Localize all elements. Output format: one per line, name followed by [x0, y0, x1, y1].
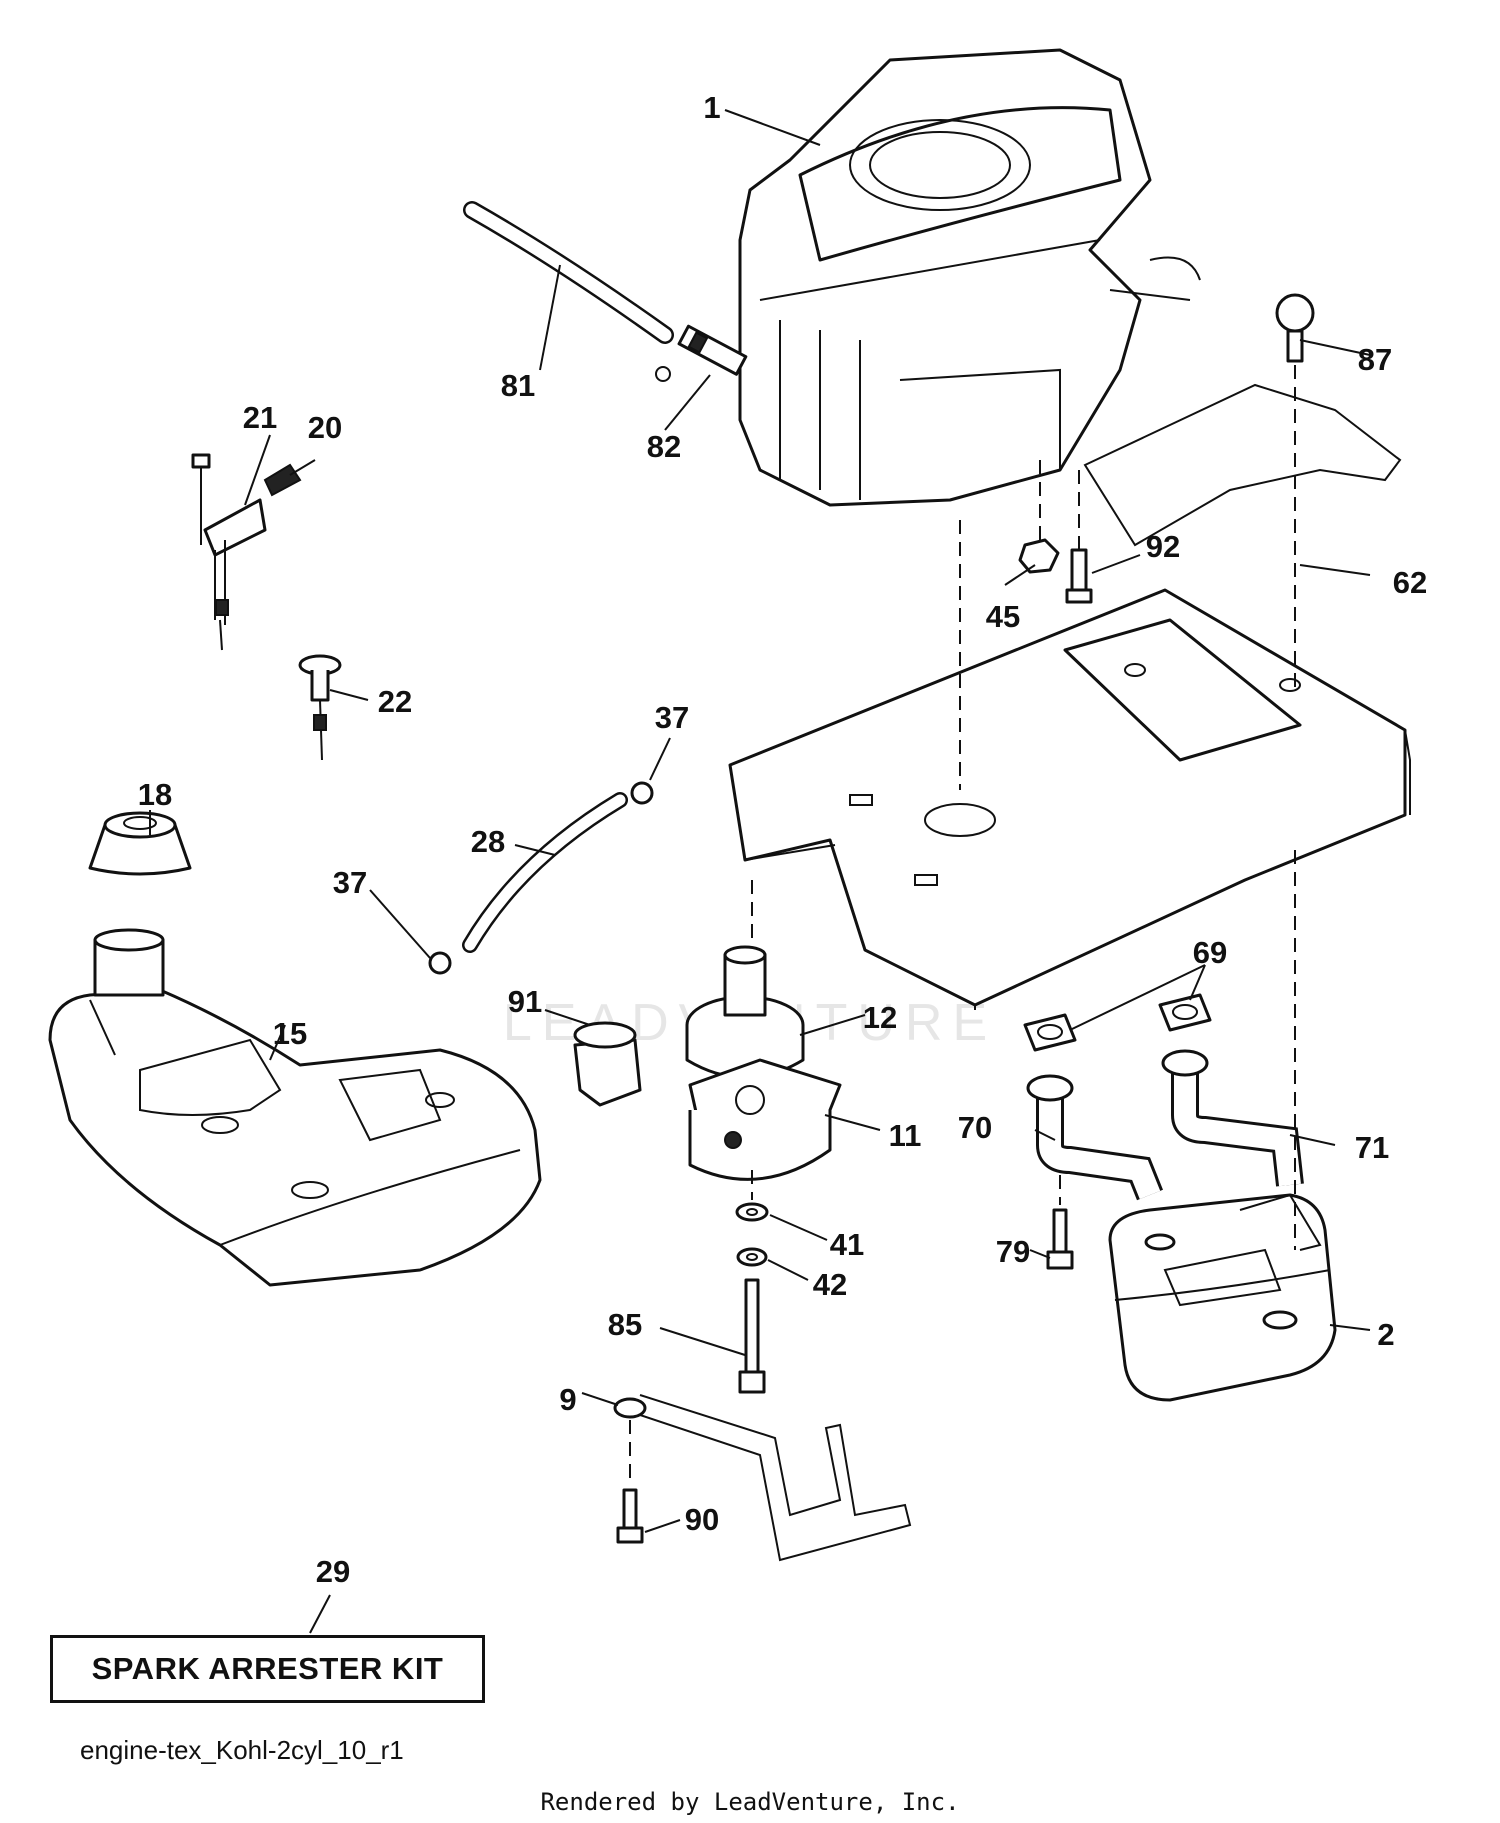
exhaust-pipe-71-part [1161, 1049, 1304, 1187]
label-62: 62 [1393, 565, 1427, 600]
label-1: 1 [703, 90, 720, 125]
label-29: 29 [316, 1554, 350, 1589]
bolt-79-part [1046, 1208, 1074, 1270]
label-21: 21 [243, 400, 277, 435]
label-79: 79 [996, 1234, 1030, 1269]
label-37-top: 37 [655, 700, 689, 735]
label-92: 92 [1146, 529, 1180, 564]
fuel-line-part [463, 201, 674, 344]
bracket-9-part [613, 1394, 912, 1562]
label-87: 87 [1358, 342, 1392, 377]
label-18: 18 [138, 777, 172, 812]
bolt-85-part [738, 1278, 766, 1394]
gasket-69-part [1023, 993, 1212, 1052]
render-credit: Rendered by LeadVenture, Inc. [540, 1788, 960, 1816]
washer-41-part [735, 1202, 769, 1222]
bolt-92-part [1065, 548, 1093, 604]
label-20: 20 [308, 410, 342, 445]
label-90: 90 [685, 1502, 719, 1537]
label-28: 28 [471, 824, 505, 859]
fuel-filter-part [655, 324, 748, 382]
spacer-part [573, 1021, 642, 1107]
label-70: 70 [958, 1110, 992, 1145]
label-12: 12 [863, 1000, 897, 1035]
vent-hose-part [462, 792, 628, 953]
screw-21-part [191, 453, 211, 545]
label-15: 15 [273, 1016, 307, 1051]
knob-87-part [1275, 293, 1315, 363]
engine-part [738, 48, 1201, 507]
muffler-shield-part [1083, 383, 1402, 547]
label-81: 81 [501, 368, 535, 403]
fuel-tank-part [48, 928, 542, 1287]
spark-arrester-kit-box: SPARK ARRESTER KIT [50, 1635, 485, 1703]
label-82: 82 [647, 429, 681, 464]
choke-knob-part [298, 654, 342, 761]
label-69: 69 [1193, 935, 1227, 970]
drawing-id: engine-tex_Kohl-2cyl_10_r1 [80, 1735, 404, 1765]
label-37-bottom: 37 [333, 865, 367, 900]
pto-clutch-part [688, 1058, 842, 1181]
alignment-lines [629, 365, 1296, 1485]
frame-part [728, 588, 1411, 1010]
throttle-control-part [203, 463, 302, 651]
label-22: 22 [378, 684, 412, 719]
pulley-part [685, 945, 805, 1079]
label-2: 2 [1377, 1317, 1394, 1352]
bolt-90-part [616, 1488, 644, 1544]
nut-45-part [1018, 538, 1060, 574]
label-42: 42 [813, 1267, 847, 1302]
leader-lines [149, 109, 1371, 1634]
label-45: 45 [986, 599, 1020, 634]
label-41: 41 [830, 1227, 864, 1262]
label-11: 11 [889, 1118, 922, 1153]
label-91: 91 [508, 984, 542, 1019]
exhaust-pipe-70-part [1026, 1074, 1163, 1201]
hose-clamp-top-part [630, 781, 654, 805]
label-85: 85 [608, 1307, 642, 1342]
hose-clamp-bottom-part [428, 951, 452, 975]
part-labels: 1 81 82 21 20 22 37 28 37 18 15 87 92 45… [138, 90, 1427, 1589]
muffler-part [1108, 1193, 1337, 1402]
label-9: 9 [559, 1382, 576, 1417]
washer-42-part [736, 1247, 768, 1267]
label-71: 71 [1355, 1130, 1389, 1165]
fuel-cap-part [88, 811, 192, 876]
